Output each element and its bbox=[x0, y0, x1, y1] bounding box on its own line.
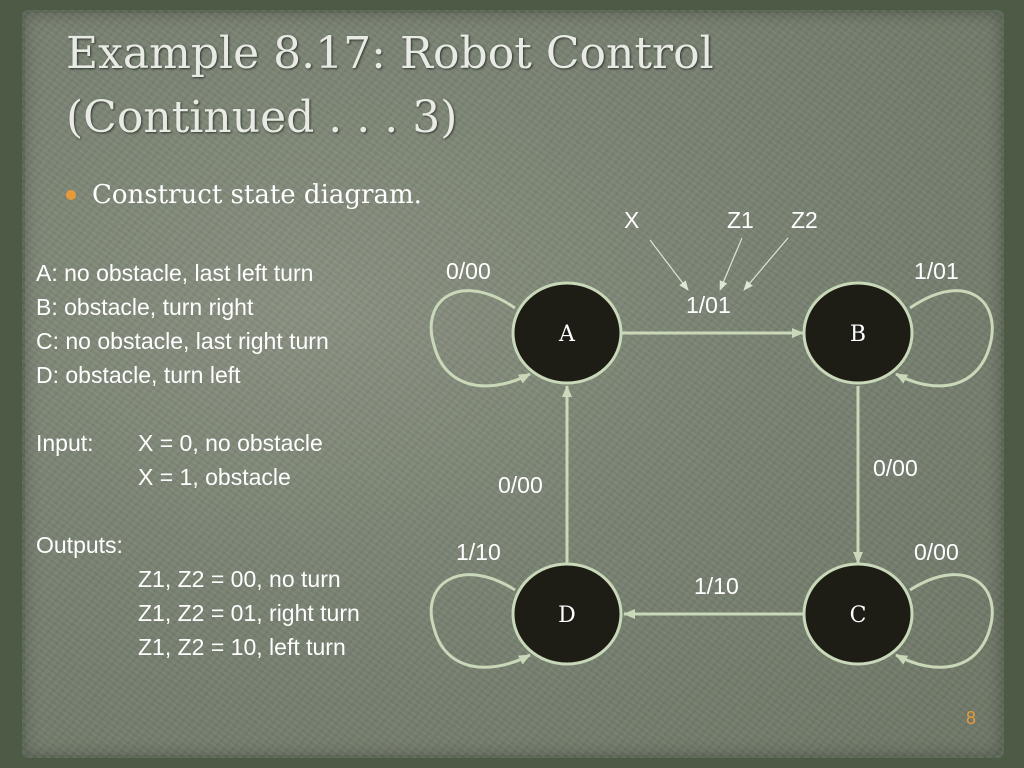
state-desc-c: C: no obstacle, last right turn bbox=[36, 328, 329, 354]
input-value-0: X = 0, no obstacle bbox=[138, 430, 323, 456]
legend-z2: Z2 bbox=[791, 207, 818, 233]
label-c-to-d: 1/10 bbox=[694, 573, 739, 599]
state-node-c bbox=[802, 562, 914, 666]
state-node-a bbox=[511, 281, 623, 385]
state-desc-b: B: obstacle, turn right bbox=[36, 294, 254, 320]
slide-title: Example 8.17: Robot Control (Continued .… bbox=[66, 28, 714, 143]
legend-x: X bbox=[624, 207, 639, 233]
self-loop-a bbox=[429, 289, 531, 388]
self-loop-b bbox=[895, 289, 994, 388]
bullet-dot-icon bbox=[66, 190, 76, 200]
state-node-d bbox=[511, 562, 623, 666]
label-d-self: 1/10 bbox=[456, 539, 501, 565]
label-b-self: 1/01 bbox=[914, 258, 959, 284]
output-value-0: Z1, Z2 = 00, no turn bbox=[138, 566, 341, 592]
input-line-0: Input: X = 0, no obstacle bbox=[36, 426, 360, 460]
slide-background bbox=[22, 10, 1004, 758]
state-desc-a: A: no obstacle, last left turn bbox=[36, 260, 314, 286]
self-loop-c bbox=[895, 573, 994, 669]
label-b-to-c: 0/00 bbox=[873, 455, 918, 481]
bullet-item: Construct state diagram. bbox=[66, 180, 422, 210]
outputs-label: Outputs: bbox=[36, 532, 123, 558]
label-a-self: 0/00 bbox=[446, 258, 491, 284]
notes-block: A: no obstacle, last left turn B: obstac… bbox=[36, 256, 360, 664]
state-label-d: D bbox=[558, 603, 576, 628]
output-value-1: Z1, Z2 = 01, right turn bbox=[138, 600, 360, 626]
label-a-to-b: 1/01 bbox=[686, 292, 731, 318]
input-value-1: X = 1, obstacle bbox=[138, 464, 291, 490]
self-loop-d bbox=[429, 573, 531, 669]
output-value-2: Z1, Z2 = 10, left turn bbox=[138, 634, 346, 660]
input-label: Input: bbox=[36, 430, 94, 456]
label-d-to-a: 0/00 bbox=[498, 472, 543, 498]
bullet-text: Construct state diagram. bbox=[92, 180, 422, 210]
page-number: 8 bbox=[966, 708, 977, 728]
legend-z1: Z1 bbox=[727, 207, 754, 233]
legend-pointer-z1 bbox=[719, 237, 743, 291]
label-c-self: 0/00 bbox=[914, 539, 959, 565]
legend-pointer-z2 bbox=[743, 237, 789, 291]
legend-pointer-x bbox=[649, 239, 689, 291]
state-label-c: C bbox=[850, 603, 867, 628]
state-label-a: A bbox=[558, 322, 576, 347]
state-node-b bbox=[802, 281, 914, 385]
state-desc-d: D: obstacle, turn left bbox=[36, 362, 241, 388]
state-label-b: B bbox=[850, 322, 866, 347]
